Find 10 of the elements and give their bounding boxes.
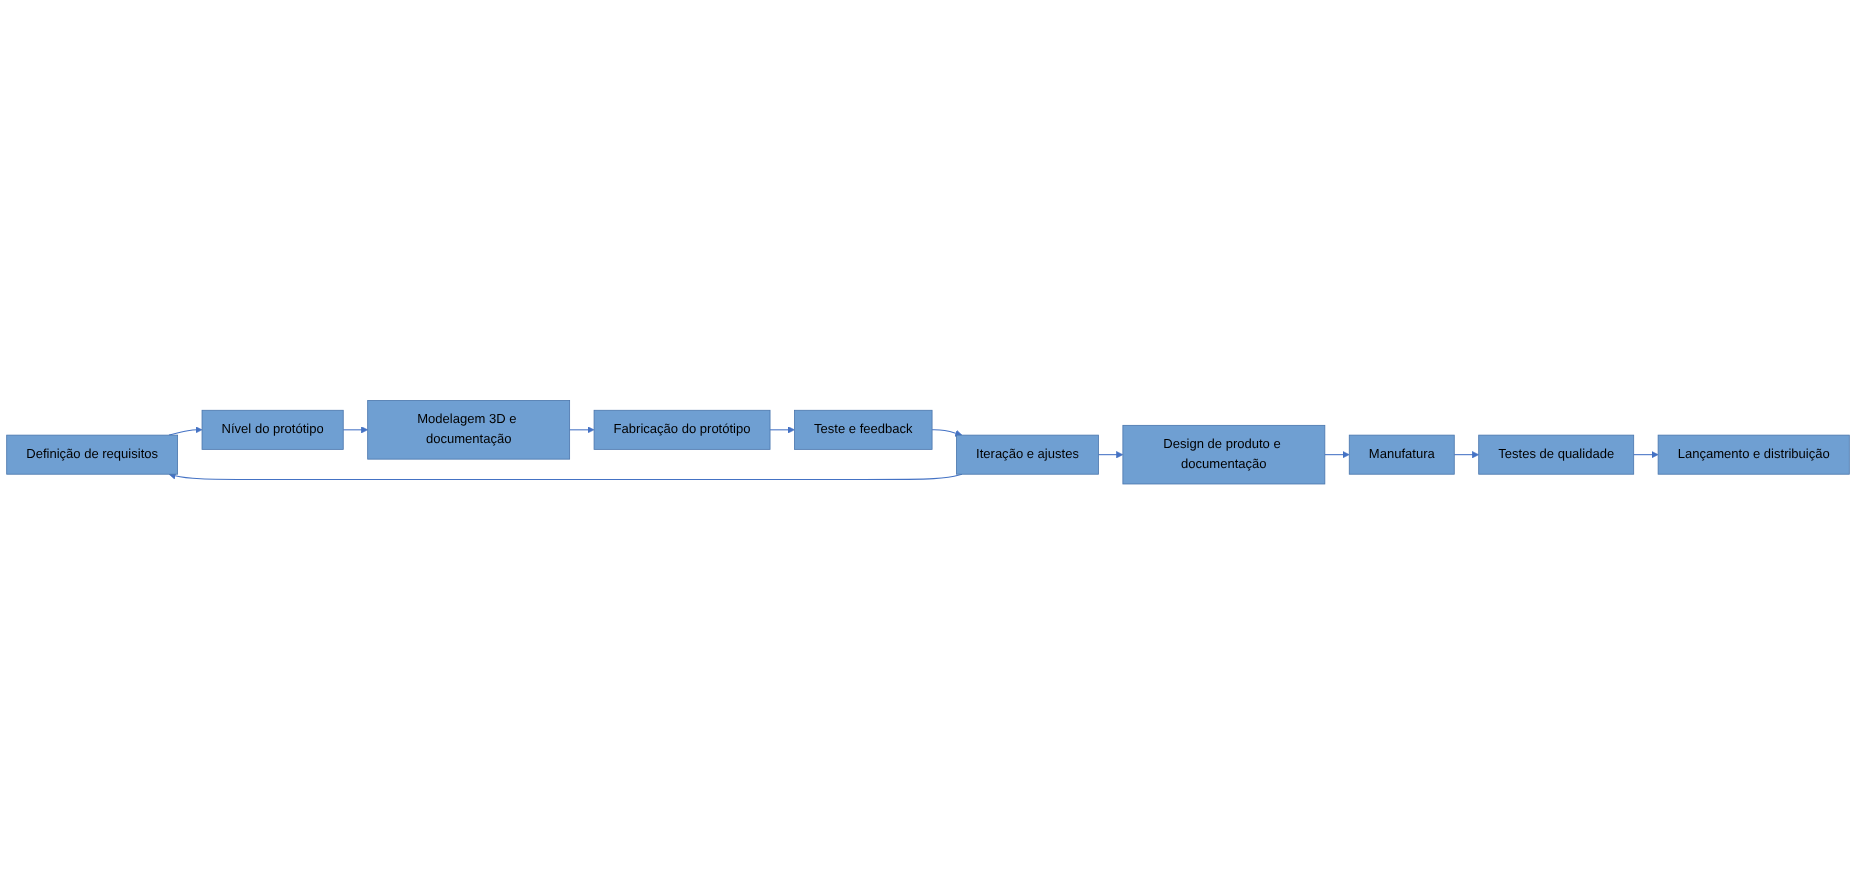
arrow [1097,451,1124,459]
arrow [1324,451,1350,459]
arrow [168,427,203,437]
arrow [769,427,795,435]
arrow [168,473,963,481]
arrow [931,430,963,438]
arrow [1453,451,1479,459]
arrow [1633,451,1659,459]
arrow [342,427,368,435]
arrow [569,427,595,435]
